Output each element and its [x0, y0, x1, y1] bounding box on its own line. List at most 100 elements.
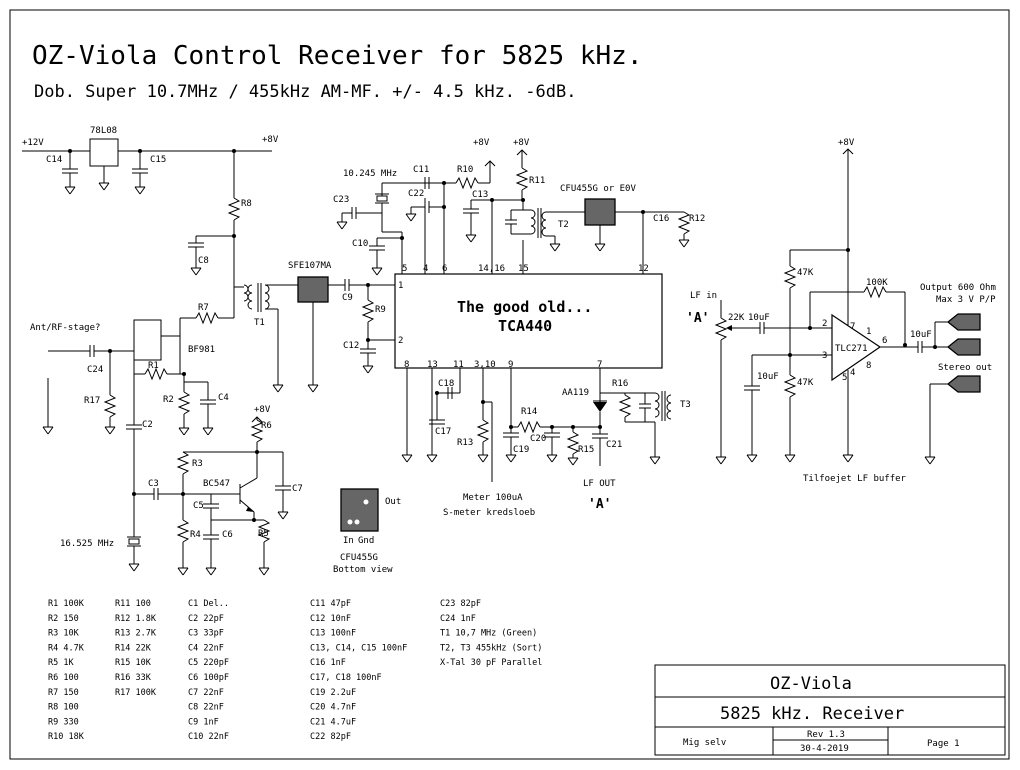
r100k-label: 100K [866, 278, 888, 288]
parts-list-entry: C24 1nF [440, 614, 476, 624]
c2-label: C2 [142, 420, 153, 430]
label-aa119: AA119 [562, 388, 589, 398]
parts-list-entry: C13, C14, C15 100nF [310, 643, 407, 653]
t2-label: T2 [558, 220, 569, 230]
parts-list-entry: C22 82pF [310, 732, 351, 742]
regulator-78l08 [89, 138, 119, 167]
cfu-name-label: CFU455G [340, 553, 378, 563]
t1-label: T1 [254, 318, 265, 328]
tlc271-opamp [831, 313, 882, 382]
parts-list-entry: R8 100 [48, 703, 79, 713]
output-connector-1 [946, 313, 981, 331]
pin-7: 7 [597, 360, 602, 370]
r13-label: R13 [457, 438, 473, 448]
parts-list-entry: C20 4.7nF [310, 703, 356, 713]
label-smeter: S-meter kredsloeb [443, 508, 535, 518]
output-connector-2 [946, 338, 981, 356]
label-lf-out: LF OUT [583, 479, 616, 489]
opamp-pin-4: 4 [850, 368, 855, 378]
parts-list-entry: C13 100nF [310, 629, 356, 639]
label-output-600: Output 600 Ohm [920, 283, 996, 293]
opamp-pin-2: 2 [822, 319, 827, 329]
pin-6: 6 [442, 264, 447, 274]
t3-label: T3 [680, 400, 691, 410]
label-cfu455g: CFU455G or E0V [560, 184, 636, 194]
label-stereo-out: Stereo out [938, 363, 992, 373]
cfu455g-filter [584, 198, 616, 226]
cfu-in-label: In [343, 536, 354, 546]
parts-list-entry: R10 18K [48, 732, 85, 742]
bc547-oscillator: +8V R6 R3 C7 BC547 C3 C5 C6 R5 [60, 405, 303, 576]
pin-9: 9 [508, 360, 513, 370]
parts-list-entry: R6 100 [48, 673, 79, 683]
opamp-pin-6: 6 [882, 336, 887, 346]
c12-label: C12 [343, 341, 359, 351]
r9-label: R9 [375, 305, 386, 315]
r47k-bot-label: 47K [797, 378, 814, 388]
opamp-pin-5: 5 [842, 373, 847, 383]
parts-list-entry: C23 82pF [440, 599, 481, 609]
r8-label: R8 [241, 199, 252, 209]
pin-11: 11 [453, 360, 464, 370]
label-xtal-10245: 10.245 MHz [343, 169, 397, 179]
c6-label: C6 [222, 530, 233, 540]
c10uf-out-label: 10uF [910, 330, 932, 340]
r3-label: R3 [192, 459, 203, 469]
parts-list-entry: C6 100pF [188, 673, 229, 683]
title-block-name: OZ-Viola [770, 674, 852, 694]
parts-list-entry: R14 22K [115, 643, 152, 653]
label-xtal-16525: 16.525 MHz [60, 539, 114, 549]
pin-5: 5 [402, 264, 407, 274]
r16-label: R16 [612, 379, 628, 389]
r47k-top-label: 47K [797, 268, 814, 278]
c19-label: C19 [513, 445, 529, 455]
chip-line1: The good old... [457, 298, 592, 316]
c20-label: C20 [530, 434, 546, 444]
r2-label: R2 [163, 395, 174, 405]
title-block: OZ-Viola 5825 kHz. Receiver Mig selv Rev… [654, 664, 1006, 756]
c9-label: C9 [342, 293, 353, 303]
cfu-view-label: Bottom view [333, 565, 393, 575]
r15-label: R15 [578, 445, 594, 455]
label-bc547: BC547 [203, 479, 230, 489]
r6-label: R6 [261, 421, 272, 431]
label-8v-r10: +8V [473, 138, 490, 148]
tca440-chip: The good old... TCA440 5 4 6 14,16 15 12… [394, 183, 663, 463]
parts-list-entry: T1 10,7 MHz (Green) [440, 629, 537, 639]
c15-label: C15 [150, 155, 166, 165]
bf981-mosfet [133, 319, 162, 361]
label-ant: Ant/RF-stage? [30, 323, 100, 333]
c17-label: C17 [435, 427, 451, 437]
parts-list-entry: R12 1.8K [115, 614, 157, 624]
oscillator-section: C10 10.245 MHz C23 C22 C11 R10 +8V [333, 138, 705, 276]
c10uf-in-label: 10uF [748, 313, 770, 323]
parts-list-entry: X-Tal 30 pF Parallel [440, 658, 542, 668]
sheet-border [9, 9, 1010, 760]
label-8v-buffer: +8V [838, 138, 855, 148]
parts-list-entry: C9 1nF [188, 717, 219, 727]
pin-4: 4 [423, 264, 428, 274]
parts-list-entry: R4 4.7K [48, 643, 85, 653]
r22k-label: 22K [728, 313, 745, 323]
pin-2: 2 [398, 336, 403, 346]
opamp-pin-1: 1 [866, 327, 871, 337]
parts-list-entry: C12 10nF [310, 614, 351, 624]
regulator-section: +12V +8V 78L08 C14 C15 R8 C8 [22, 126, 279, 287]
parts-list-entry: R16 33K [115, 673, 152, 683]
parts-list-entry: R7 150 [48, 688, 79, 698]
pin-8: 8 [404, 360, 409, 370]
r4-label: R4 [190, 530, 201, 540]
parts-list-entry: R2 150 [48, 614, 79, 624]
label-lf-buffer: Tilfoejet LF buffer [803, 474, 907, 484]
title-block-author: Mig selv [683, 738, 726, 748]
label-output-max: Max 3 V P/P [936, 295, 996, 305]
label-8v-rail: +8V [262, 135, 279, 145]
r10-label: R10 [457, 165, 473, 175]
if-filter-section: T1 SFE107MA C9 R9 C12 [234, 261, 395, 393]
parts-list-entry: C3 33pF [188, 629, 224, 639]
parts-list-entry: R9 330 [48, 717, 79, 727]
pin-3-10: 3,10 [474, 360, 496, 370]
parts-list-entry: C4 22nF [188, 643, 224, 653]
